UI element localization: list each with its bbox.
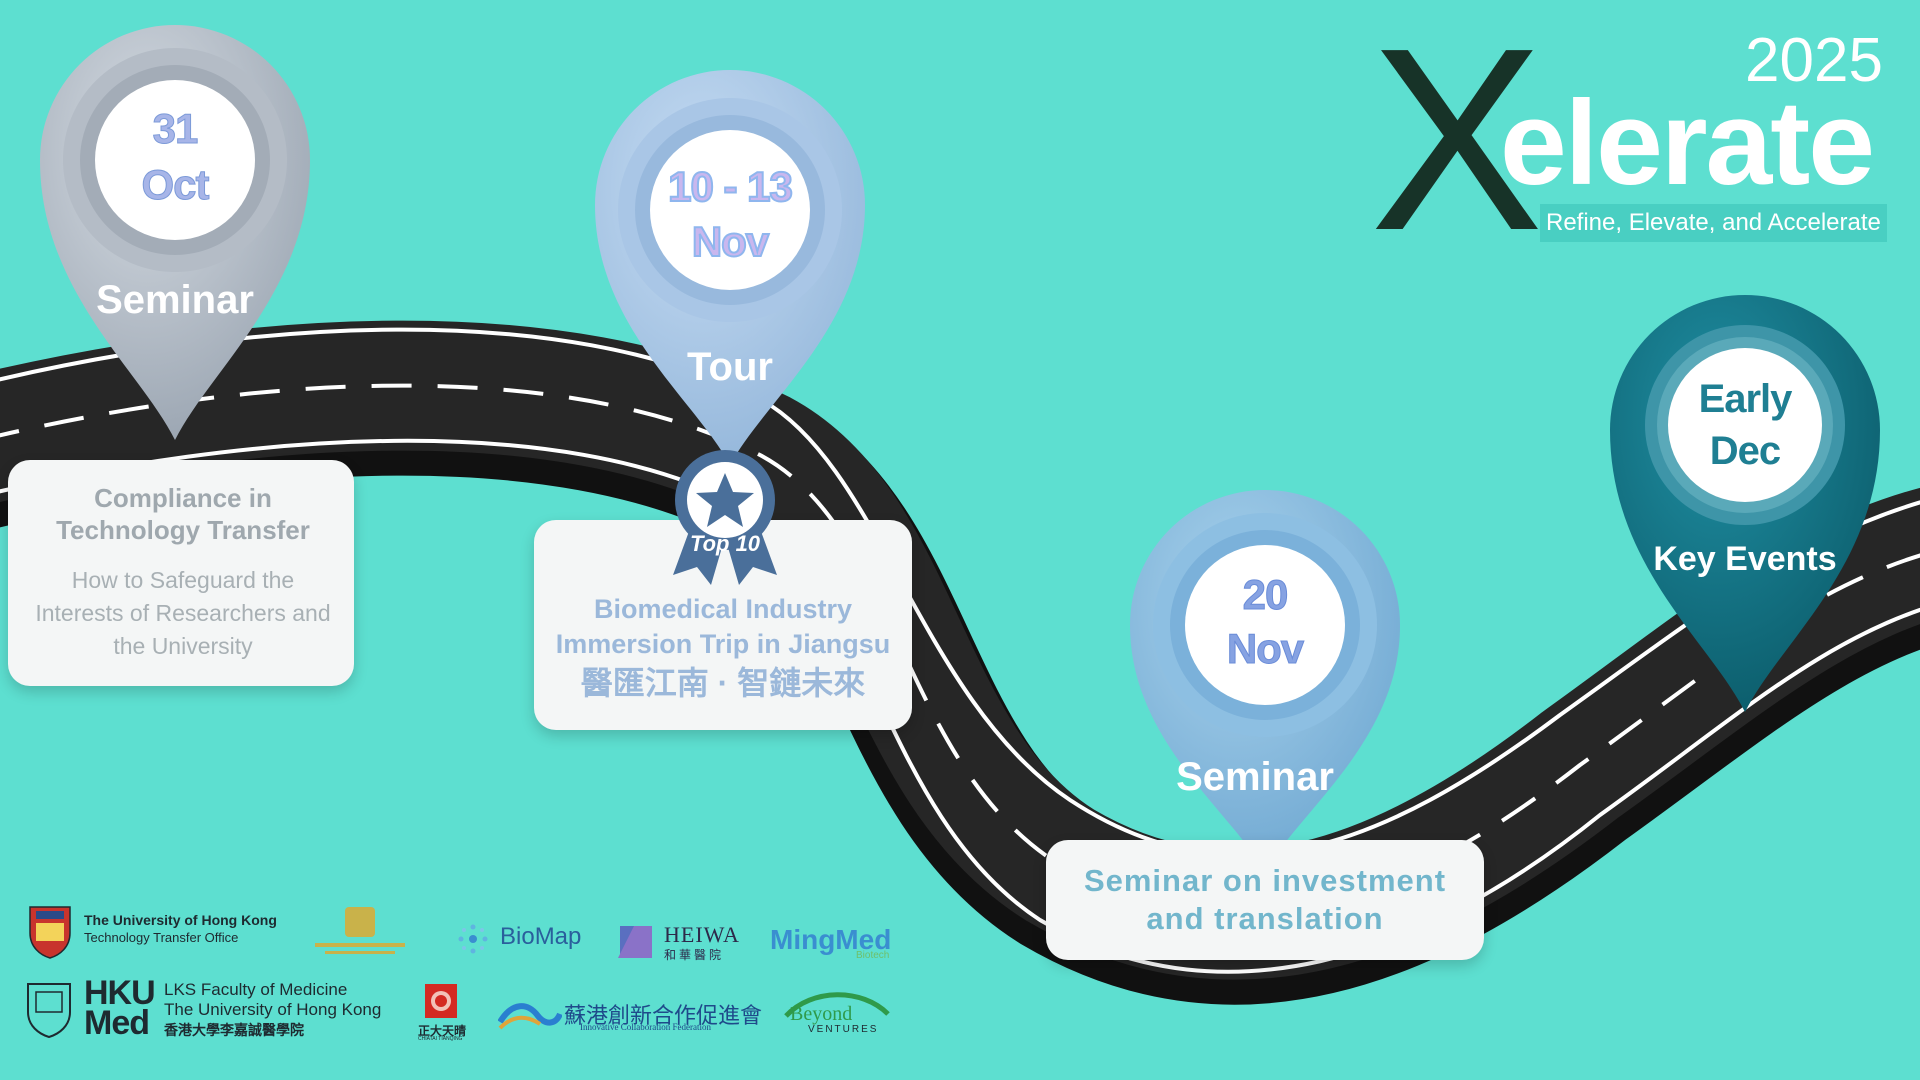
event-pin-nov20: 20 Nov Seminar	[1120, 480, 1410, 880]
hku-med-line2: The University of Hong Kong	[164, 1000, 382, 1019]
brand-x-letter: X	[1370, 0, 1543, 285]
star-icon	[696, 473, 754, 527]
map-pin-icon	[1130, 490, 1400, 872]
heiwa-logo-mark	[616, 922, 656, 962]
hku-med-mark-top: HKU	[84, 974, 156, 1012]
event-type-label: Key Events	[1653, 540, 1837, 578]
institute-emblem-logo	[305, 903, 415, 959]
brand-word: elerate	[1500, 76, 1875, 210]
biomap-logo-mark	[456, 922, 490, 956]
hku-med-line3: 香港大學李嘉誠醫學院	[164, 1022, 304, 1038]
event-card-nov20: Seminar on investment and translation	[1046, 840, 1484, 960]
heiwa-logo-zh: 和華醫院	[664, 948, 725, 962]
event-date-day: 20	[1242, 571, 1289, 619]
mingmed-logo-text: MingMed	[770, 924, 892, 955]
award-ribbon-icon	[673, 450, 777, 585]
event-type-label: Seminar	[96, 278, 254, 322]
hku-med-crest-logo	[24, 980, 74, 1039]
event-card-nov10: Biomedical Industry Immersion Trip in Ji…	[534, 520, 912, 730]
event-date-month: Nov	[1226, 625, 1304, 673]
event-title: Compliance in Technology Transfer	[56, 483, 310, 545]
brand-tagline: Refine, Elevate, and Accelerate	[1540, 204, 1887, 242]
medicine-crest-icon	[27, 983, 71, 1039]
beyond-logo-swoosh	[782, 986, 892, 1036]
jshk-logo-en: Innovative Collaboration Federation	[580, 1022, 711, 1032]
event-date-day: 10 - 13	[667, 162, 794, 211]
event-card-oct31: Compliance in Technology Transfer How to…	[8, 460, 354, 686]
brand-year: 2025	[1745, 26, 1883, 95]
chiatai-logo-en: CHIATAI TIANQING	[418, 1036, 463, 1042]
event-date-month: Oct	[141, 161, 210, 209]
badge-label: Top 10	[689, 531, 761, 556]
chiatai-logo-zh: 正大天晴	[418, 1024, 467, 1038]
beyond-logo-text: Beyond	[790, 1003, 853, 1025]
biomap-logo-text: BioMap	[500, 923, 582, 950]
top10-award-badge: Top 10	[665, 445, 785, 585]
beyond-logo-sub: VENTURES	[808, 1024, 879, 1035]
chiatai-mark-icon	[425, 984, 457, 1018]
jshk-logo-zh: 蘇港創新合作促進會	[564, 1003, 763, 1028]
event-date-day: Early	[1698, 377, 1793, 421]
event-date-day: 31	[152, 105, 199, 153]
event-pin-dec: Early Dec Key Events	[1600, 280, 1890, 720]
hku-med-line1: LKS Faculty of Medicine	[164, 980, 348, 999]
map-pin-icon	[40, 25, 310, 440]
event-pin-nov10: 10 - 13 Nov Tour	[585, 55, 875, 475]
event-date-month: Dec	[1709, 429, 1781, 473]
hku-tto-subname: Technology Transfer Office	[84, 930, 239, 945]
event-title: Biomedical Industry Immersion Trip in Ji…	[555, 594, 891, 659]
mingmed-logo-sub: Biotech	[856, 950, 890, 961]
map-pin-icon	[595, 70, 865, 465]
chiatai-logo-mark	[424, 983, 458, 1019]
university-crest-icon	[29, 906, 71, 959]
emblem-icon	[315, 907, 405, 954]
event-subtitle: How to Safeguard the Interests of Resear…	[35, 567, 331, 659]
biomap-dots-icon	[458, 924, 488, 954]
heiwa-mark-icon	[618, 926, 652, 958]
event-date-month: Nov	[691, 217, 770, 266]
event-title-zh: 醫匯江南 · 智鏈未來	[580, 665, 866, 701]
hku-crest-logo	[26, 903, 74, 959]
hku-tto-name: The University of Hong Kong	[84, 912, 277, 928]
event-title: Seminar on investment and translation	[1083, 863, 1447, 936]
wave-icon	[497, 1003, 563, 1030]
map-pin-icon	[1610, 295, 1880, 712]
event-type-label: Tour	[687, 345, 773, 389]
event-type-label: Seminar	[1176, 755, 1334, 799]
heiwa-logo-text: HEIWA	[664, 922, 740, 947]
hku-med-mark-bottom: Med	[84, 1004, 150, 1042]
event-pin-oct31: 31 Oct Seminar	[30, 10, 320, 450]
jshk-logo-mark	[497, 998, 563, 1034]
swoosh-icon	[784, 992, 890, 1018]
